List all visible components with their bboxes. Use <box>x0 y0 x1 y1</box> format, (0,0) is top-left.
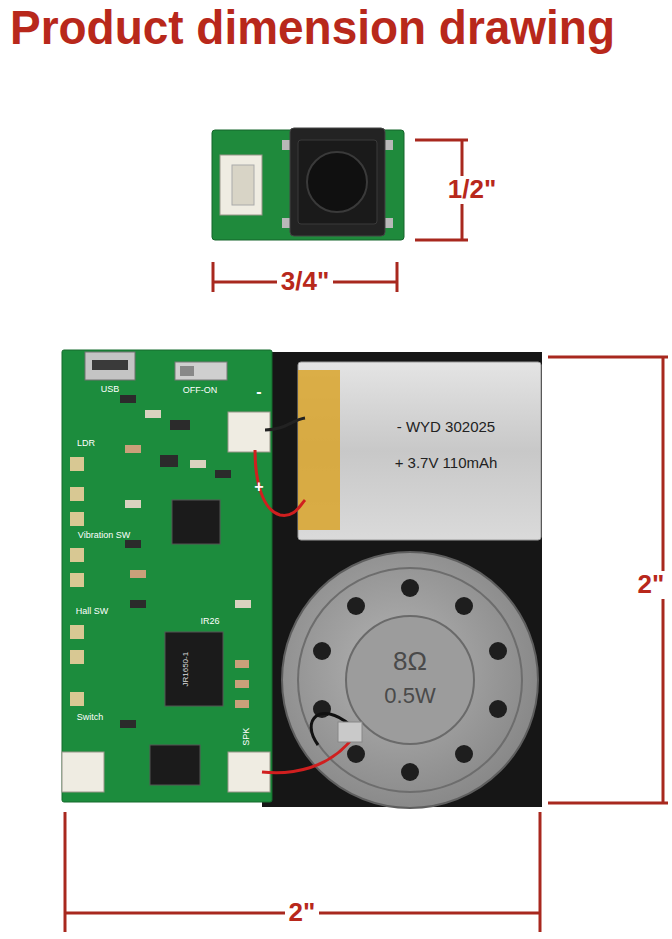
solder-pad <box>70 457 84 471</box>
battery-wire <box>255 450 305 515</box>
tactile-button <box>290 128 385 236</box>
battery-wire <box>265 418 305 430</box>
dimension-label: 2" <box>634 571 669 598</box>
ic-chip <box>150 745 200 785</box>
dimension-tick <box>212 262 215 292</box>
ic-chip <box>172 500 220 544</box>
main-pcb <box>62 350 272 802</box>
smd-part <box>190 460 206 468</box>
board-marking: OFF-ON <box>183 386 218 395</box>
switch-knob <box>180 366 194 376</box>
solder-pad <box>70 650 84 664</box>
usb-port <box>85 352 135 380</box>
dimension-tick <box>548 356 668 359</box>
dimension-label: 2" <box>285 899 320 926</box>
smd-part <box>235 660 249 668</box>
solder-pad <box>70 548 84 562</box>
black-backing <box>262 352 542 807</box>
dimension-tick <box>548 802 668 805</box>
battery <box>298 362 541 540</box>
speaker-frame <box>282 552 538 808</box>
ic-chip <box>165 632 223 706</box>
smd-part <box>120 720 136 728</box>
speaker-hole <box>313 642 331 660</box>
solder-pad <box>70 512 84 526</box>
page-title: Product dimension drawing <box>10 2 615 55</box>
slide-switch <box>175 362 227 380</box>
smd-part <box>235 680 249 688</box>
button-pcb <box>212 130 404 240</box>
smd-part <box>235 700 249 708</box>
dimension-tick <box>415 139 468 142</box>
smd-part <box>130 570 146 578</box>
smd-part <box>170 420 190 430</box>
board-marking: LDR <box>77 439 95 448</box>
connector-slot <box>232 165 254 205</box>
smd-part <box>215 470 231 478</box>
jst-connector <box>228 412 270 452</box>
button-frame <box>298 140 377 224</box>
smd-part <box>120 395 136 403</box>
smd-part <box>235 600 251 608</box>
board-marking: Vibration SW <box>78 531 130 540</box>
battery-marking: + 3.7V 110mAh <box>395 455 498 471</box>
speaker-marking: 0.5W <box>384 684 435 707</box>
battery-marking: - WYD 302025 <box>397 419 495 435</box>
chip-marking: JR1650-1 <box>182 652 190 687</box>
speaker-hole <box>455 745 473 763</box>
board-marking: SPK <box>242 728 251 746</box>
speaker-hole <box>347 597 365 615</box>
speaker-hole <box>401 579 419 597</box>
solder-pad <box>70 487 84 501</box>
dimension-label: 3/4" <box>277 268 333 295</box>
solder-pad <box>70 625 84 639</box>
board-marking: Switch <box>77 713 104 722</box>
speaker-hole <box>489 700 507 718</box>
board-marking: USB <box>101 385 120 394</box>
dimension-tick <box>415 239 468 242</box>
battery-tab-tape <box>298 370 340 530</box>
polarity-mark: - <box>256 384 261 401</box>
solder-pad <box>70 692 84 706</box>
button-cap <box>307 152 367 212</box>
jst-connector <box>62 752 104 792</box>
smd-part <box>160 455 178 467</box>
speaker-hole <box>347 745 365 763</box>
smd-part <box>125 500 141 508</box>
board-marking: IR26 <box>200 617 219 626</box>
board-marking: Hall SW <box>76 607 109 616</box>
smd-part <box>130 600 146 608</box>
speaker-marking: 8Ω <box>393 648 427 675</box>
usb-opening <box>92 360 128 370</box>
smd-part <box>125 540 141 548</box>
speaker-hole <box>489 642 507 660</box>
dimension-tick <box>396 262 399 292</box>
smd-part <box>125 445 141 453</box>
dimension-label: 1/2" <box>444 176 500 203</box>
solder-tab <box>338 722 362 742</box>
polarity-mark: + <box>254 479 263 496</box>
smd-part <box>145 410 161 418</box>
speaker-hole <box>401 763 419 781</box>
jst-connector <box>220 155 262 215</box>
solder-pad <box>70 573 84 587</box>
speaker-center <box>346 616 474 744</box>
speaker-hole <box>455 597 473 615</box>
